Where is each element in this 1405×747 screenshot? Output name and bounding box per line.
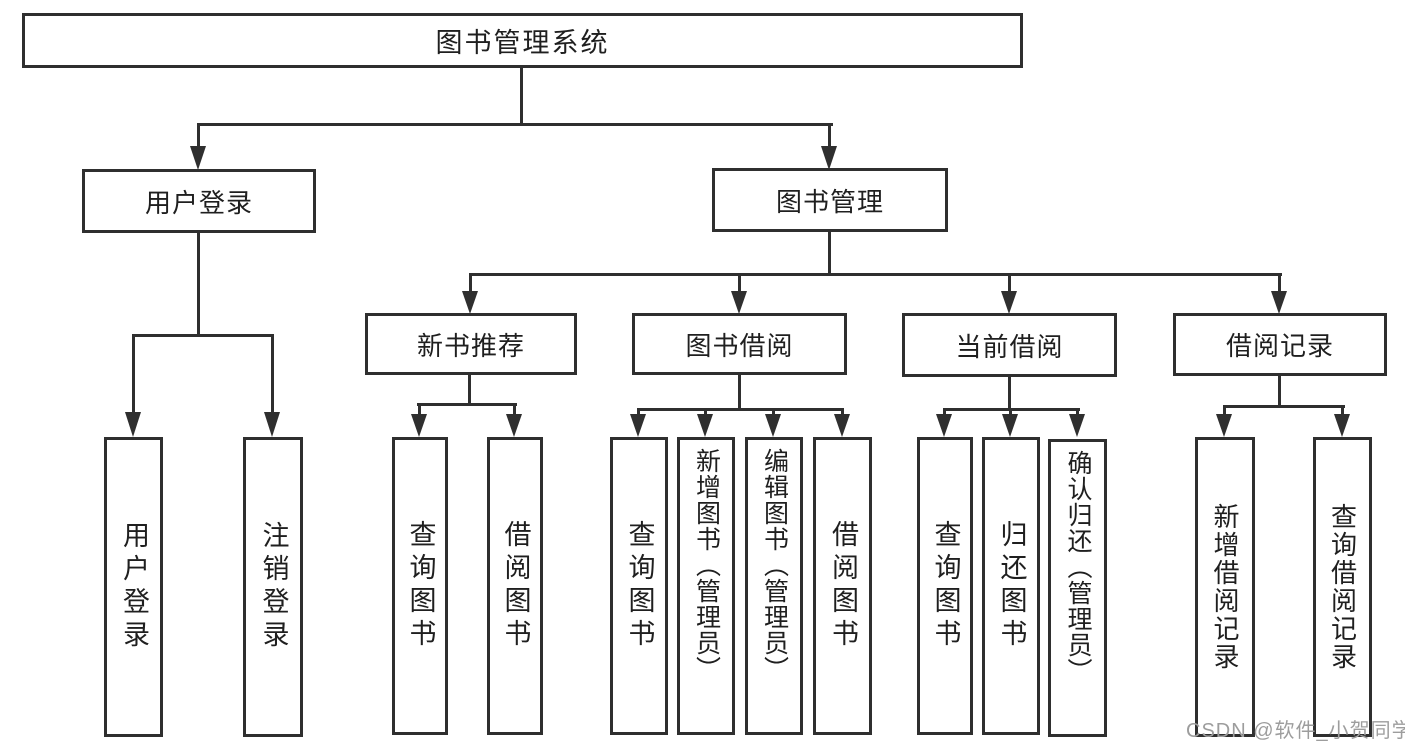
edge-to-rec-borrow bbox=[513, 403, 516, 416]
edge-root-stem bbox=[520, 68, 523, 126]
node-user-login-label: 用户登录 bbox=[144, 187, 253, 218]
edge-to-br-query bbox=[1341, 405, 1344, 417]
node-book-borrow: 图书借阅 bbox=[632, 313, 847, 375]
node-bb-query-books-label: 查询图书 bbox=[624, 520, 655, 652]
node-book-mgmt-label: 图书管理 bbox=[775, 186, 884, 217]
arrow-to-user-login-icon bbox=[190, 146, 206, 170]
node-user-login-leaf: 用户登录 bbox=[104, 437, 163, 737]
arrow-to-rec-borrow-icon bbox=[506, 414, 522, 437]
edge-book-borrow-rail bbox=[637, 408, 844, 411]
edge-user-login-stem bbox=[197, 233, 200, 337]
edge-to-bb-add bbox=[704, 408, 707, 417]
node-bb-query-books: 查询图书 bbox=[610, 437, 668, 735]
edge-to-cb-query bbox=[943, 408, 946, 417]
node-br-add-record: 新增借阅记录 bbox=[1195, 437, 1255, 737]
edge-book-borrow-stem bbox=[738, 375, 741, 411]
node-current-borrow-label: 当前借阅 bbox=[955, 331, 1064, 362]
node-current-borrow: 当前借阅 bbox=[902, 313, 1117, 377]
arrow-to-book-mgmt-icon bbox=[821, 146, 837, 170]
node-bb-edit-books: 编辑图书（管理员） bbox=[745, 437, 803, 735]
node-root-label: 图书管理系统 bbox=[435, 28, 610, 58]
edge-to-cb-return bbox=[1009, 408, 1012, 417]
node-borrow-record: 借阅记录 bbox=[1173, 313, 1387, 376]
csdn-watermark: CSDN @软件_小贺同学 bbox=[1186, 720, 1405, 742]
arrow-to-cb-confirm-icon bbox=[1069, 414, 1085, 437]
node-bb-add-books: 新增图书（管理员） bbox=[677, 437, 735, 735]
edge-to-cb-confirm bbox=[1076, 408, 1079, 417]
arrow-to-bb-query-icon bbox=[630, 414, 646, 437]
arrow-to-user-login-leaf-icon bbox=[125, 412, 141, 437]
edge-to-bb-query bbox=[637, 408, 640, 417]
node-new-book-rec: 新书推荐 bbox=[365, 313, 577, 375]
node-cb-confirm-return-label: 确认归还（管理员） bbox=[1064, 450, 1092, 684]
arrow-to-br-query-icon bbox=[1334, 414, 1350, 437]
node-cb-confirm-return: 确认归还（管理员） bbox=[1048, 439, 1107, 737]
arrow-to-bb-borrow-icon bbox=[834, 414, 850, 437]
node-borrow-record-label: 借阅记录 bbox=[1225, 331, 1334, 361]
arrow-to-logout-leaf-icon bbox=[264, 412, 280, 437]
edge-book-mgmt-stem bbox=[828, 232, 831, 276]
edge-to-rec-query bbox=[418, 403, 421, 416]
edge-to-borrow-record bbox=[1278, 276, 1281, 292]
arrow-to-current-borrow-icon bbox=[1001, 291, 1017, 314]
edge-to-book-borrow bbox=[738, 276, 741, 292]
node-bb-borrow-books-label: 借阅图书 bbox=[828, 520, 858, 652]
arrow-to-rec-query-icon bbox=[411, 414, 427, 437]
arrow-to-cb-return-icon bbox=[1002, 414, 1018, 437]
arrow-to-cb-query-icon bbox=[936, 414, 952, 437]
edge-to-new-book-rec bbox=[469, 276, 472, 292]
edge-to-bb-borrow bbox=[841, 408, 844, 417]
edge-user-login-rail bbox=[132, 334, 274, 337]
node-bb-edit-books-label: 编辑图书（管理员） bbox=[760, 448, 789, 682]
edge-borrow-record-stem bbox=[1278, 376, 1281, 408]
node-rec-query-books: 查询图书 bbox=[392, 437, 448, 735]
node-bb-add-books-label: 新增图书（管理员） bbox=[692, 448, 721, 682]
node-br-query-record-label: 查询借阅记录 bbox=[1327, 503, 1358, 671]
arrow-to-bb-add-icon bbox=[697, 414, 713, 437]
node-book-mgmt: 图书管理 bbox=[712, 168, 948, 232]
node-bb-borrow-books: 借阅图书 bbox=[813, 437, 872, 735]
arrow-to-br-add-icon bbox=[1216, 414, 1232, 437]
node-new-book-rec-label: 新书推荐 bbox=[416, 330, 525, 361]
edge-to-bb-edit bbox=[772, 408, 775, 417]
edge-to-current-borrow bbox=[1008, 276, 1011, 292]
node-user-login-leaf-label: 用户登录 bbox=[119, 521, 149, 653]
arrow-to-bb-edit-icon bbox=[765, 414, 781, 437]
node-br-add-record-label: 新增借阅记录 bbox=[1210, 503, 1240, 671]
node-logout-leaf-label: 注销登录 bbox=[258, 521, 289, 653]
edge-new-book-rec-rail bbox=[417, 403, 517, 406]
edge-to-br-add bbox=[1223, 405, 1226, 417]
node-cb-query-books: 查询图书 bbox=[917, 437, 973, 735]
edge-to-book-mgmt bbox=[828, 123, 831, 149]
edge-to-user-login-leaf bbox=[132, 334, 135, 412]
edge-current-borrow-stem bbox=[1008, 377, 1011, 411]
arrow-to-new-book-rec-icon bbox=[462, 291, 478, 314]
edge-to-user-login bbox=[197, 123, 200, 149]
node-user-login: 用户登录 bbox=[82, 169, 316, 233]
node-cb-return-books-label: 归还图书 bbox=[996, 520, 1027, 652]
node-rec-query-books-label: 查询图书 bbox=[405, 520, 436, 652]
node-root: 图书管理系统 bbox=[22, 13, 1023, 68]
edge-to-logout-leaf bbox=[271, 334, 274, 412]
edge-root-rail bbox=[197, 123, 833, 126]
node-cb-return-books: 归还图书 bbox=[982, 437, 1040, 735]
node-br-query-record: 查询借阅记录 bbox=[1313, 437, 1372, 737]
node-rec-borrow-books: 借阅图书 bbox=[487, 437, 543, 735]
arrow-to-borrow-record-icon bbox=[1271, 291, 1287, 314]
arrow-to-book-borrow-icon bbox=[731, 291, 747, 314]
edge-borrow-record-rail bbox=[1223, 405, 1345, 408]
node-logout-leaf: 注销登录 bbox=[243, 437, 303, 737]
node-cb-query-books-label: 查询图书 bbox=[930, 520, 961, 652]
edge-book-mgmt-rail bbox=[469, 273, 1282, 276]
edge-new-book-rec-stem bbox=[468, 375, 471, 406]
node-book-borrow-label: 图书借阅 bbox=[685, 330, 794, 361]
node-rec-borrow-books-label: 借阅图书 bbox=[500, 520, 531, 652]
